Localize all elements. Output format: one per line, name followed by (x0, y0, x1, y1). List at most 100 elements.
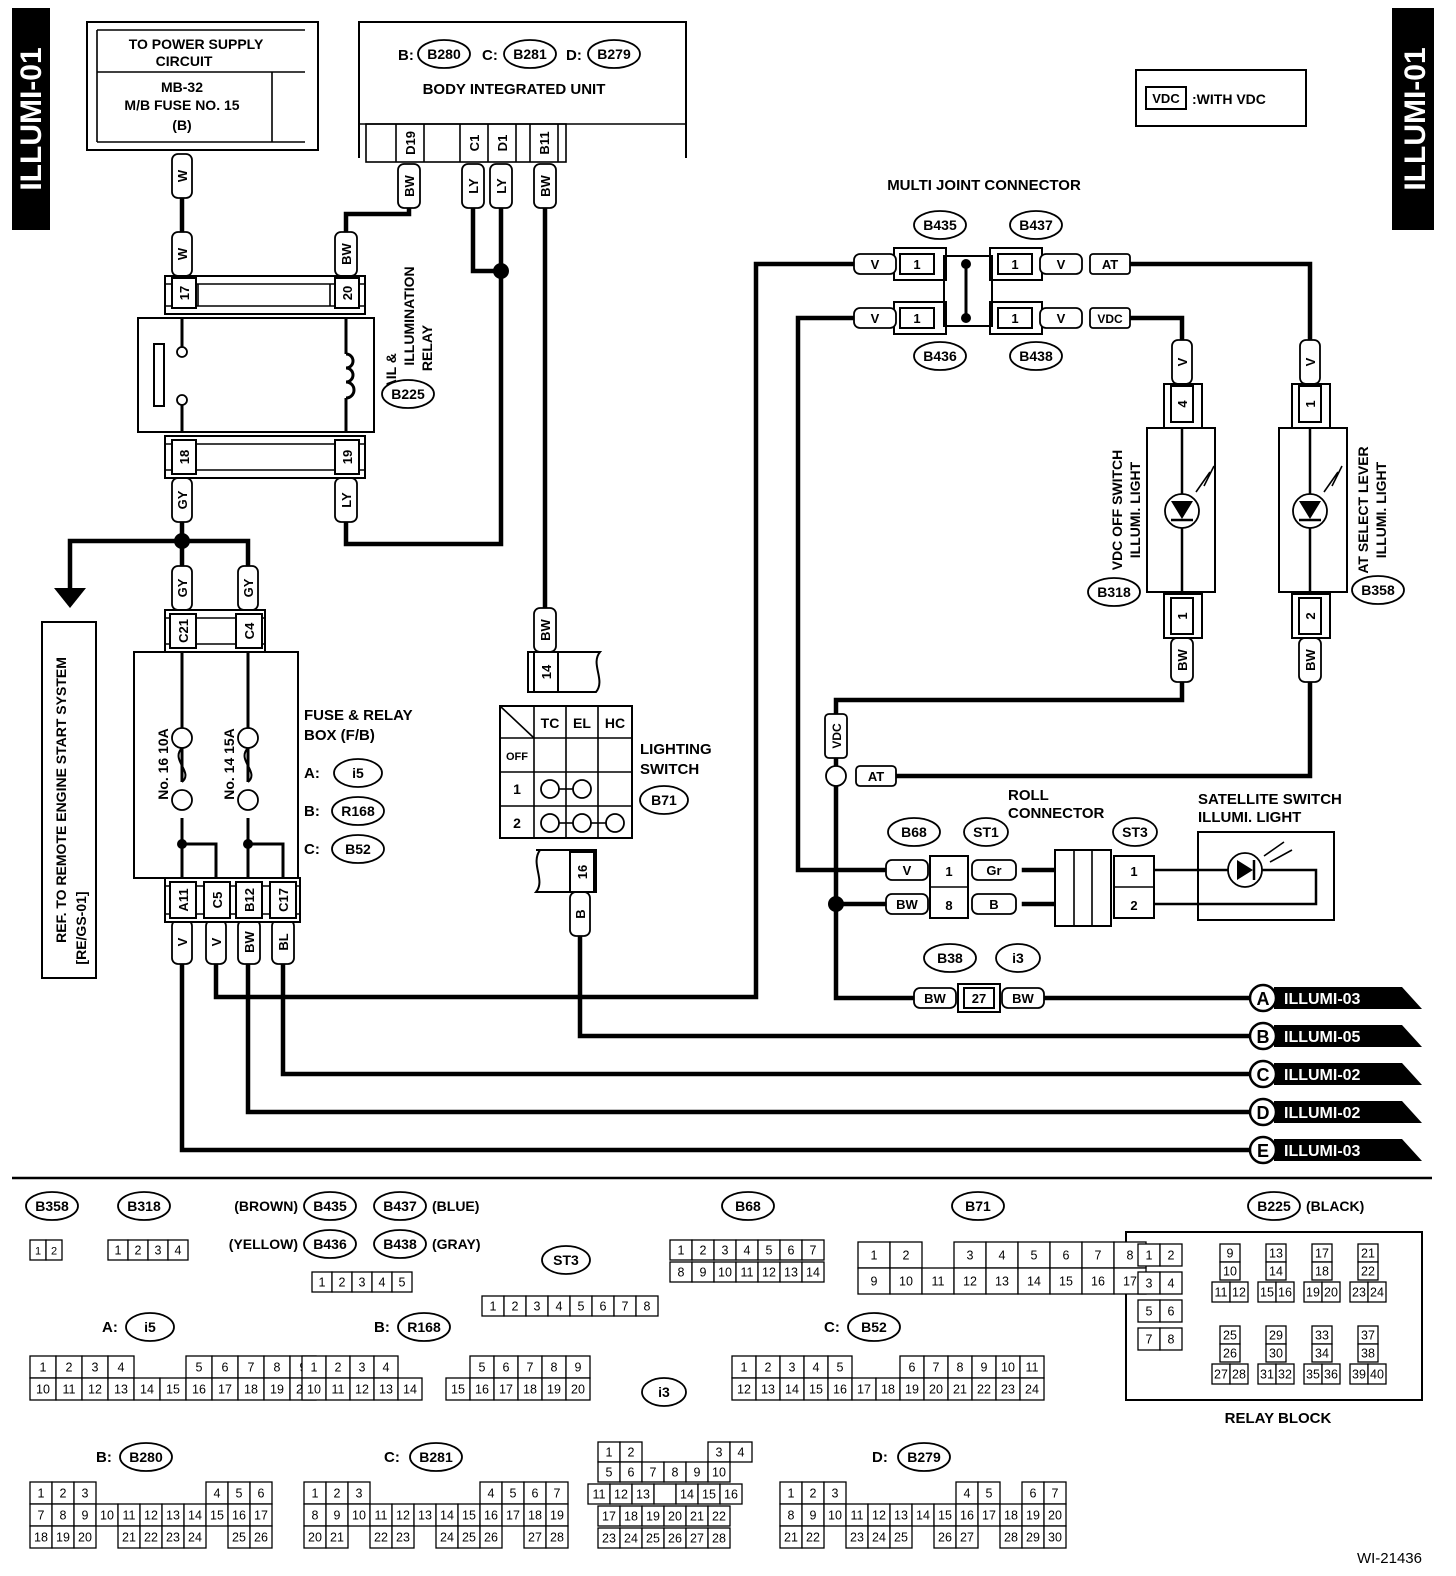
cv-i3-cell (729, 1441, 753, 1463)
cv-relay-block-cell (1229, 1363, 1249, 1385)
output-b: B ILLUMI-05 (1248, 1021, 1422, 1051)
cv-b358-pin: 1 (35, 1246, 41, 1258)
vdc-pin-4: 4 (1175, 400, 1190, 408)
cv-b281-pin: 8 (312, 1509, 319, 1523)
cv-relay-block-pin: 37 (1361, 1329, 1375, 1343)
cv-b281-cell (391, 1525, 415, 1549)
cv-b358-cell (45, 1239, 63, 1261)
cv-i5-pin: 3 (92, 1361, 99, 1375)
sat-line1: SATELLITE SWITCH (1198, 791, 1342, 808)
cv-b279-pin: 10 (828, 1509, 842, 1523)
cv-b52-pin: 13 (761, 1383, 775, 1397)
cv-black: (BLACK) (1306, 1198, 1364, 1214)
cv-b71-cell (953, 1267, 987, 1295)
cv-brown: (BROWN) (234, 1198, 298, 1214)
roll-st3-pin-1: 1 (1130, 864, 1137, 879)
cv-b435-group-pin: 5 (399, 1276, 406, 1290)
roll-wire-bw: BW (896, 897, 918, 912)
fuse-box-a-prefix: A: (304, 765, 320, 782)
cv-b52-pin: 23 (1001, 1383, 1015, 1397)
cv-b281-pin: 13 (418, 1509, 432, 1523)
cv-b281-prefix: C: (384, 1449, 400, 1466)
cv-i5-pin: 2 (66, 1361, 73, 1375)
cv-b281-cell (479, 1525, 503, 1549)
cv-relay-block-pin: 18 (1315, 1265, 1329, 1279)
vdc-legend-tag: VDC (1152, 91, 1180, 106)
wire-at-tag: AT (868, 769, 884, 784)
cv-b71-cell (921, 1267, 955, 1295)
cv-b279-pin: 3 (832, 1487, 839, 1501)
cv-b-prefix: B: (374, 1319, 390, 1336)
mj-wire-vdc: VDC (1097, 312, 1123, 326)
cv-b318-pin: 4 (175, 1244, 182, 1258)
cv-b52-pin: 17 (857, 1383, 871, 1397)
cv-b280-pin: 6 (258, 1487, 265, 1501)
cv-i3-pin: 5 (606, 1466, 613, 1480)
wire-bw-b12: BW (242, 930, 257, 952)
remote-line2: [RE/GS-01] (73, 891, 89, 964)
relay-pin-17: 17 (177, 286, 192, 300)
cv-b68-pin: 5 (766, 1244, 773, 1258)
cv-b280-cell (183, 1525, 207, 1549)
wire-bw-at: BW (1303, 648, 1318, 670)
output-e: E ILLUMI-03 (1248, 1135, 1422, 1165)
cv-b68-pin: 14 (806, 1266, 820, 1280)
cv-st3-pin: 3 (534, 1300, 541, 1314)
cv-st3-pin: 5 (578, 1300, 585, 1314)
cv-b281-cell (325, 1525, 349, 1549)
mj-pin-b437: 1 (1011, 257, 1018, 272)
b38-wire-bw2: BW (1012, 991, 1034, 1006)
cv-b71-pin: 1 (871, 1249, 878, 1263)
cv-b280-pin: 17 (254, 1509, 268, 1523)
cv-b279-pin: 2 (810, 1487, 817, 1501)
cv-i5-pin: 11 (63, 1383, 76, 1397)
cv-i3-pin: 16 (724, 1488, 738, 1502)
cv-relay-block-pin: 27 (1214, 1368, 1228, 1382)
cv-b318-pin: 2 (135, 1244, 142, 1258)
cv-relay-block-pin: 17 (1315, 1247, 1329, 1261)
cv-b280-pin: 9 (82, 1509, 89, 1523)
cv-b71-pin: 6 (1063, 1249, 1070, 1263)
cv-b68-pin: 13 (784, 1266, 798, 1280)
cv-b279-pin: 20 (1048, 1509, 1062, 1523)
cv-b436: B436 (313, 1236, 347, 1252)
multi-joint-connector: MULTI JOINT CONNECTOR B435 B437 B436 B43… (853, 177, 1131, 371)
ls-line2: SWITCH (640, 761, 699, 778)
cv-b280-cell (249, 1525, 273, 1549)
cv-b281-pin: 17 (506, 1509, 520, 1523)
cv-b281-pin: 26 (484, 1531, 498, 1545)
biu-title: BODY INTEGRATED UNIT (423, 81, 606, 98)
cv-b52: B52 (861, 1319, 887, 1335)
cv-b280-pin: 21 (122, 1531, 136, 1545)
power-supply-line3: MB-32 (161, 79, 203, 95)
wire-vdc-tag: VDC (830, 723, 844, 749)
cv-b281-pin: 1 (312, 1487, 319, 1501)
cv-i3-pin: 12 (614, 1488, 628, 1502)
cv-i3-pin: 21 (690, 1510, 704, 1524)
cv-b52-pin: 14 (785, 1383, 799, 1397)
at-select-light: 1 2 AT SELECT LEVER ILLUMI. LIGHT B358 (1278, 383, 1405, 639)
cv-r168-pin: 12 (355, 1383, 369, 1397)
cv-b68-pin: 6 (788, 1244, 795, 1258)
mj-b436: B436 (923, 348, 957, 364)
cv-b279-pin: 8 (788, 1509, 795, 1523)
cv-i5-pin: 18 (244, 1383, 258, 1397)
cv-b281-pin: 16 (484, 1509, 498, 1523)
cv-b358: B358 (35, 1198, 69, 1214)
cv-b71-cell (857, 1267, 891, 1295)
biu-d-conn: B279 (597, 46, 631, 62)
fuse-pin-c4: C4 (242, 622, 257, 639)
cv-r168-pin: 14 (403, 1383, 417, 1397)
cv-b279-prefix: D: (872, 1449, 888, 1466)
cv-b279-pin: 12 (872, 1509, 886, 1523)
cv-i3-pin: 17 (602, 1510, 616, 1524)
cv-i3-cell (653, 1483, 677, 1505)
cv-b71-cell (889, 1241, 923, 1269)
output-e-label: ILLUMI-03 (1284, 1143, 1361, 1160)
ls-pin-16: 16 (575, 865, 590, 879)
cv-b279-pin: 11 (851, 1509, 864, 1523)
cv-b280-pin: 24 (188, 1531, 202, 1545)
roll-connector: ROLL CONNECTOR B68 ST1 ST3 V BW 1 8 Gr B… (885, 787, 1158, 927)
cv-i3: i3 (658, 1384, 670, 1400)
output-b-letter: B (1257, 1027, 1270, 1047)
